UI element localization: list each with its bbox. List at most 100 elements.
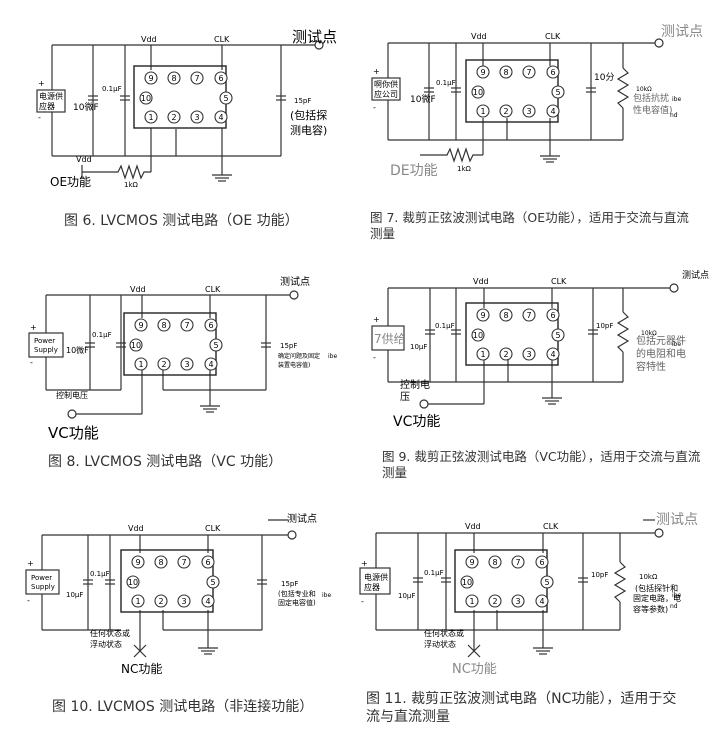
fig6-pin-label-4: 4 [218,113,223,122]
fig9-clk-label: CLK [551,277,567,286]
fig10-pin-label-8: 8 [158,558,163,567]
fig6-pin-8 [167,71,181,85]
fig9-supply-box [371,325,405,351]
fig9-testpoint-label: 测试点 [682,269,709,281]
fig6-cap-big: 10微F [73,101,99,113]
fig8-load-note-2: 装置电容值) [278,361,310,369]
fig9-supply-plus: + [373,315,380,324]
fig9-pin-10 [471,328,485,342]
fig7-clk-label: CLK [545,32,561,41]
fig6-vdd-label: Vdd [141,35,157,44]
fig8-clk-label: CLK [205,285,221,294]
fig10-pin-label-5: 5 [210,578,215,587]
fig11-caption-line1: 图 11. 裁剪正弦波测试电路（NC功能），适用于交 [366,691,677,707]
fig9-pin-label-7: 7 [526,311,531,320]
fig8-pin-label-4: 4 [208,360,213,369]
fig6-pin-2 [167,110,181,124]
fig10-pin-2 [154,594,168,608]
fig11-supply-plus: + [361,559,368,568]
fig10-pin-7 [177,555,191,569]
fig11-pin-label-7: 7 [515,558,520,567]
fig8-load-cap: 15pF [280,342,297,350]
fig7-pin-6 [546,65,560,79]
fig11-pin-label-2: 2 [492,597,497,606]
fig10-pin-label-7: 7 [181,558,186,567]
fig7-res-value: 10kΩ [636,86,652,93]
fig9-supply-line1: 7供给 [374,332,406,346]
fig9-pin-label-6: 6 [550,311,555,320]
fig11-pin-label-6: 6 [539,558,544,567]
fig7-pin-8 [499,65,513,79]
fig11-pin-label-8: 8 [492,558,497,567]
fig6-res-label: 1kΩ [124,181,139,189]
fig9-pin-1 [476,347,490,361]
fig9-caption-line2: 测量 [382,465,408,480]
fig6-pin-1 [144,110,158,124]
fig8-supply-plus: + [30,323,37,332]
fig11-pin-10 [460,575,474,589]
fig7-cap-small: 0.1μF [436,79,456,87]
fig11-function-label: NC功能 [452,662,497,677]
fig7-function-label: DE功能 [390,163,438,179]
fig7-res-extra-2: nd [670,112,678,119]
fig10-load-note-2: 固定电容值) [278,598,316,607]
fig8-supply-line2: Supply [34,346,58,354]
fig8-pin-9 [134,318,148,332]
fig9-pin-4 [546,347,560,361]
fig10-state-line1: 任何状态或 [90,628,130,638]
fig9-function-label: VC功能 [393,414,440,430]
fig8-pin-1 [134,357,148,371]
fig7-pin-5 [551,85,565,99]
fig8-pin-label-1: 1 [138,360,143,369]
fig8-pin-5 [209,338,223,352]
fig7-testpoint-label: 测试点 [661,24,703,40]
fig7-pin-label-6: 6 [550,68,555,77]
fig10-load-extra: ibe [322,592,331,599]
fig9-caption-line1: 图 9. 裁剪正弦波测试电路（VC功能），适用于交流与直流 [382,449,701,464]
fig6-pin-label-1: 1 [148,113,153,122]
fig6-load-cap: 15pF [294,97,311,105]
fig7-load-note-1: 包括抗扰 [633,92,669,104]
fig9-load-note-2: 的电阻和电 [636,347,686,360]
fig11-pin-label-10: 10 [462,578,472,587]
fig6-pin-label-8: 8 [171,74,176,83]
fig8-supply-line1: Power [34,337,55,345]
fig7-supply-plus: + [373,67,380,76]
fig6-pin-label-5: 5 [223,94,228,103]
fig11-cap-big: 10μF [398,592,415,600]
fig8-pin-label-5: 5 [213,341,218,350]
fig10-supply-minus: - [27,596,30,605]
fig10-pin-4 [201,594,215,608]
fig9-circuit [387,283,679,409]
fig7-pin-label-4: 4 [550,107,555,116]
fig8-pin-label-3: 3 [184,360,189,369]
fig6-pin-10 [139,91,153,105]
fig6-function-label: OE功能 [50,175,91,189]
fig7-caption-line1: 图 7. 裁剪正弦波测试电路（OE功能），适用于交流与直流 [370,210,689,225]
fig7-pin-9 [476,65,490,79]
fig10-pin-label-3: 3 [181,597,186,606]
fig11-pin-1 [465,594,479,608]
fig10-supply-line2: Supply [31,583,55,591]
fig6-pin-label-3: 3 [194,113,199,122]
fig10-supply-box [25,569,60,595]
fig10-cap-small: 0.1μF [90,570,110,578]
fig9-pin-label-2: 2 [503,350,508,359]
fig7-pin-4 [546,104,560,118]
fig8-pin-label-10: 10 [131,341,141,350]
fig7-pin-7 [522,65,536,79]
fig6-pin-5 [219,91,233,105]
fig8-function-label: VC功能 [48,424,99,442]
fig10-pin-label-6: 6 [205,558,210,567]
fig10-load-cap: 15pF [281,580,298,588]
fig10-clk-label: CLK [205,524,221,533]
fig7-circuit [387,38,664,163]
fig10-pin-label-4: 4 [205,597,210,606]
fig9-cap-small: 0.1μF [435,322,455,330]
fig9-pin-5 [551,328,565,342]
fig8-load-note-1: 确定问题及固定 [278,352,320,360]
fig9-cap-big: 10μF [410,343,427,351]
fig6-clk-label: CLK [214,35,230,44]
fig11-pin-8 [488,555,502,569]
